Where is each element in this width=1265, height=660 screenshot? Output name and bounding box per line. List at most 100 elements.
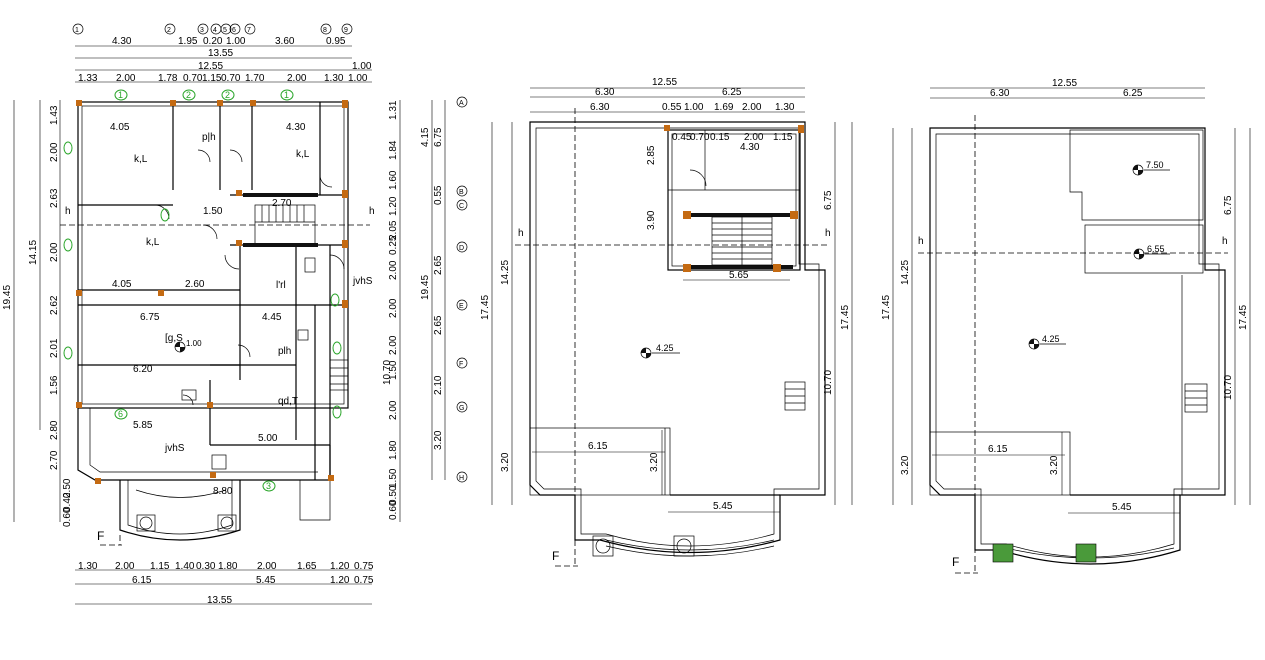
dim-text: 0.70 <box>183 73 203 84</box>
section-mark: h <box>1222 236 1228 247</box>
section-mark: h <box>918 236 924 247</box>
dim-text: 2.70 <box>272 198 292 209</box>
dim-text: 12.55 <box>652 77 677 88</box>
dim-text: 14.25 <box>900 260 911 285</box>
section-mark: F <box>952 555 959 569</box>
room-label: 4.30 <box>286 122 306 133</box>
dim-text: 1.84 <box>388 140 399 160</box>
dim-text: 4.15 <box>420 127 431 147</box>
dim-text: 2.65 <box>433 255 444 275</box>
dim-text: 2.00 <box>388 400 399 420</box>
dim-text: 17.45 <box>480 295 491 320</box>
level-value: 1.00 <box>186 339 202 348</box>
dim-text: 6.25 <box>722 87 742 98</box>
grid-marker: 2 <box>167 27 171 34</box>
grid-markers: 1 2 3 4 5 6 7 8 9 <box>72 23 353 35</box>
dim-text: 6.75 <box>823 190 834 210</box>
left-dimensions: 19.45 14.15 1.43 2.00 2.63 2.00 2.62 2.0… <box>2 100 73 527</box>
dim-text: 1.20 <box>388 196 399 216</box>
dim-text: 0.30 <box>196 561 216 572</box>
dim-text: 2.01 <box>49 338 60 358</box>
dim-text: 0.45 <box>672 132 692 143</box>
dim-text: 3.20 <box>500 452 511 472</box>
dim-text: 1.15 <box>773 132 793 143</box>
dim-text: 14.25 <box>500 260 511 285</box>
dim-text: 2.00 <box>744 132 764 143</box>
svg-text:2: 2 <box>225 90 230 100</box>
dim-text: 17.45 <box>840 305 851 330</box>
dim-text: 1.00 <box>352 61 372 72</box>
dim-text: 10.70 <box>382 360 393 385</box>
dim-text: 5.45 <box>256 575 276 586</box>
dim-text: 6.15 <box>588 441 608 452</box>
dim-text: 19.45 <box>420 275 431 300</box>
dim-text: 4.30 <box>740 142 760 153</box>
dim-text: 1.50 <box>203 206 223 217</box>
section-mark: F <box>552 549 559 563</box>
dim-text: 6.75 <box>433 127 444 147</box>
dim-text: 1.65 <box>297 561 317 572</box>
dim-text: 0.20 <box>203 36 223 47</box>
dim-text: 2.50 <box>62 478 73 498</box>
room-label: l'rl <box>276 280 286 291</box>
row-marker: G <box>459 405 464 412</box>
dim-text: 2.00 <box>49 242 60 262</box>
svg-text:3: 3 <box>266 481 271 491</box>
section-mark: h <box>65 206 71 217</box>
dim-text: 17.45 <box>881 295 892 320</box>
level-value: 6.55 <box>1147 244 1165 254</box>
room-label: k,L <box>146 237 160 248</box>
dim-text: 6.30 <box>990 88 1010 99</box>
svg-text:1: 1 <box>284 90 289 100</box>
dim-text: 1.70 <box>245 73 265 84</box>
grid-marker: 8 <box>323 27 327 34</box>
dim-text: 1.00 <box>226 36 246 47</box>
dim-text: 1.00 <box>348 73 368 84</box>
dim-text: 5.00 <box>258 433 278 444</box>
dim-text: 1.80 <box>388 440 399 460</box>
right-dimensions: 1.31 1.84 1.60 1.20 2.05 0.25 2.00 2.00 … <box>382 96 468 522</box>
dim-text: 2.63 <box>49 188 60 208</box>
svg-text:1: 1 <box>118 90 123 100</box>
dim-text: 8.80 <box>213 486 233 497</box>
dim-text: 0.15 <box>710 132 730 143</box>
dim-text: 3.20 <box>900 455 911 475</box>
row-marker: E <box>459 303 464 310</box>
dim-text: 2.00 <box>388 260 399 280</box>
dim-text: 12.55 <box>198 61 223 72</box>
dim-text: 0.40 <box>62 492 73 512</box>
top-dimensions: 4.30 1.95 0.20 1.00 3.60 0.95 13.55 12.5… <box>75 36 372 84</box>
level-value: 4.25 <box>1042 334 1060 344</box>
dim-text: 1.20 <box>330 561 350 572</box>
dim-text: 2.00 <box>115 561 135 572</box>
dim-text: 4.30 <box>112 36 132 47</box>
dim-text: 1.33 <box>78 73 98 84</box>
dim-text: 1.43 <box>49 105 60 125</box>
dim-text: 3.20 <box>433 430 444 450</box>
dim-text: 0.75 <box>354 561 374 572</box>
svg-text:6: 6 <box>118 409 123 419</box>
dim-text: 0.75 <box>354 575 374 586</box>
section-mark: h <box>369 206 375 217</box>
dim-text: 3.20 <box>649 452 660 472</box>
dim-text: 1.15 <box>202 73 222 84</box>
bottom-dimensions: 1.30 2.00 1.15 1.40 0.30 1.80 2.00 1.65 … <box>75 561 374 606</box>
dim-text: 4.05 <box>112 279 132 290</box>
room-label: 4.05 <box>110 122 130 133</box>
grid-marker: 4 <box>213 27 217 34</box>
dim-text: 0.70 <box>690 132 710 143</box>
dim-text: 3.90 <box>646 210 657 230</box>
section-mark: h <box>825 228 831 239</box>
dim-text: 0.50 <box>388 485 399 505</box>
dim-text: 3.20 <box>1049 455 1060 475</box>
dim-text: 5.45 <box>1112 502 1132 513</box>
row-marker: A <box>459 100 464 107</box>
room-label: plh <box>278 346 291 357</box>
dim-text: 4.45 <box>262 312 282 323</box>
section-mark: h <box>518 228 524 239</box>
room-label: qd,T <box>278 396 298 407</box>
dim-text: 2.00 <box>116 73 136 84</box>
dim-text: 17.45 <box>1238 305 1249 330</box>
room-label: jvhS <box>164 443 185 454</box>
